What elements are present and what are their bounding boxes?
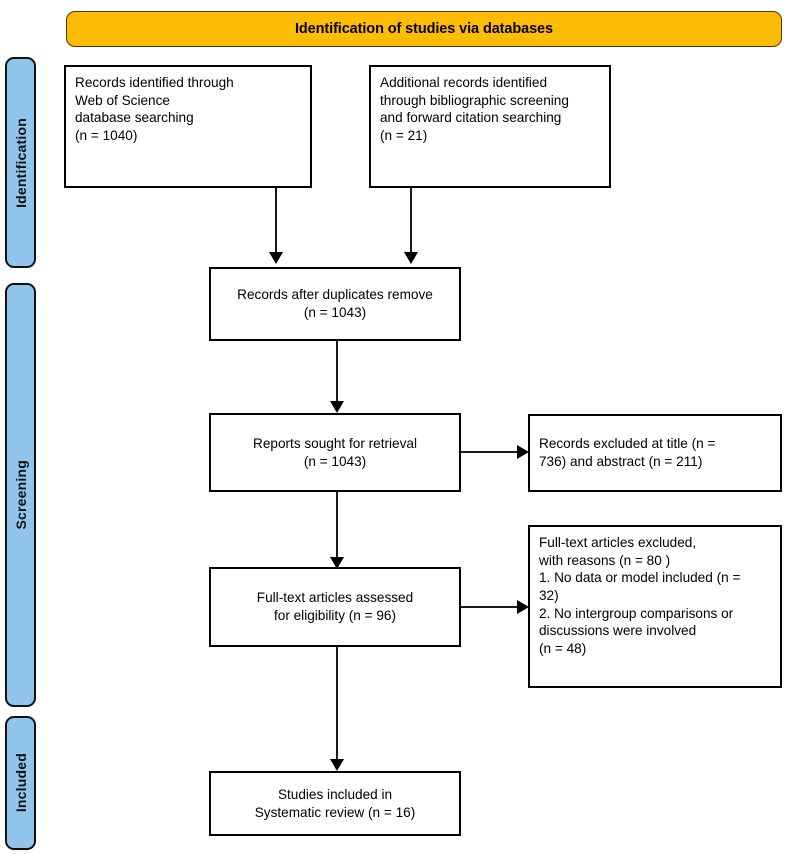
stage-rail-screening: Screening bbox=[5, 283, 36, 707]
arrowhead-fulltext-to-excluded bbox=[517, 600, 529, 614]
node-studies-included: Studies included in Systematic review (n… bbox=[209, 771, 461, 836]
arrowhead-reports-to-fulltext bbox=[330, 557, 344, 569]
stage-rail-identification-label: Identification bbox=[12, 117, 29, 208]
phase-banner-identification: Identification of studies via databases bbox=[66, 11, 782, 47]
stage-rail-identification: Identification bbox=[5, 57, 36, 268]
node-fulltext-assessed-text: Full-text articles assessed for eligibil… bbox=[256, 590, 414, 623]
node-fulltext-assessed: Full-text articles assessed for eligibil… bbox=[209, 567, 461, 647]
arrowhead-reports-to-excluded bbox=[517, 445, 529, 459]
node-fulltext-excluded-text: Full-text articles excluded, with reason… bbox=[539, 535, 741, 657]
connector-reports-to-excluded bbox=[461, 451, 519, 453]
connector-duplicates-to-reports bbox=[336, 341, 338, 403]
node-studies-included-text: Studies included in Systematic review (n… bbox=[254, 786, 416, 820]
node-additional-records: Additional records identified through bi… bbox=[369, 65, 611, 188]
node-records-identified-text: Records identified through Web of Scienc… bbox=[75, 75, 234, 144]
node-reports-sought: Reports sought for retrieval (n = 1043) bbox=[209, 413, 461, 492]
connector-fulltext-to-included bbox=[336, 647, 338, 761]
node-after-duplicates: Records after duplicates remove (n = 104… bbox=[209, 267, 461, 341]
node-after-duplicates-text: Records after duplicates remove (n = 104… bbox=[237, 287, 433, 320]
stage-rail-screening-label: Screening bbox=[12, 460, 29, 530]
node-fulltext-excluded: Full-text articles excluded, with reason… bbox=[528, 525, 782, 688]
node-additional-records-text: Additional records identified through bi… bbox=[380, 75, 569, 144]
connector-records-identified-down bbox=[275, 188, 277, 254]
stage-rail-included-label: Included bbox=[12, 753, 29, 813]
arrowhead-records-identified-down bbox=[269, 252, 283, 264]
connector-fulltext-to-excluded bbox=[461, 606, 519, 608]
node-reports-sought-text: Reports sought for retrieval (n = 1043) bbox=[253, 435, 417, 469]
arrowhead-duplicates-to-reports bbox=[330, 401, 344, 413]
stage-rail-included: Included bbox=[5, 716, 36, 850]
arrowhead-additional-records-down bbox=[404, 252, 418, 264]
node-records-excluded-text: Records excluded at title (n = 736) and … bbox=[539, 436, 716, 469]
connector-additional-records-down bbox=[410, 188, 412, 254]
node-records-excluded: Records excluded at title (n = 736) and … bbox=[528, 414, 782, 492]
arrowhead-fulltext-to-included bbox=[330, 759, 344, 771]
connector-reports-to-fulltext bbox=[336, 492, 338, 559]
phase-banner-label: Identification of studies via databases bbox=[295, 21, 553, 37]
node-records-identified: Records identified through Web of Scienc… bbox=[64, 65, 312, 188]
